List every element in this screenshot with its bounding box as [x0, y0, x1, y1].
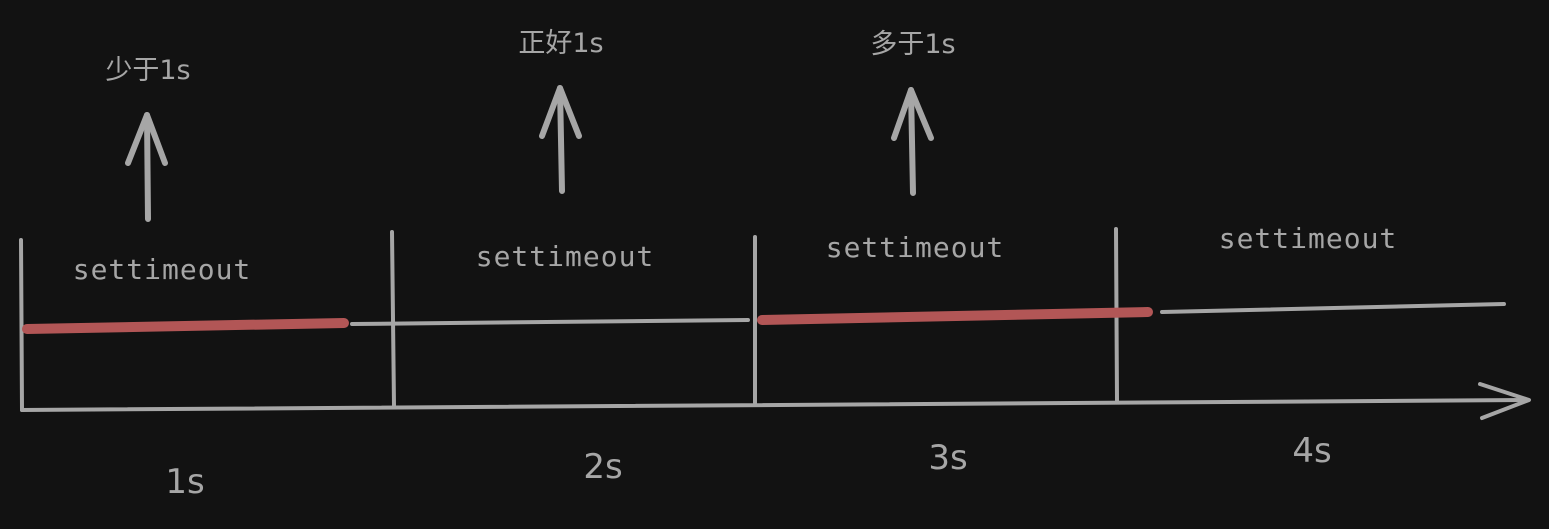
timer-line-highlight-3 — [757, 307, 1153, 325]
annotation-more-than-1s: 多于1s — [870, 29, 956, 60]
timer-line-normal-4 — [1160, 302, 1506, 314]
timer-label-2: settimeout — [475, 240, 655, 273]
arrow-up-shaft-3 — [908, 87, 916, 196]
timer-label-4: settimeout — [1218, 222, 1398, 255]
time-axis — [20, 398, 1530, 412]
timer-line-highlight-1 — [22, 318, 349, 334]
arrow-up-head-3 — [891, 87, 934, 141]
annotation-less-than-1s: 少于1s — [105, 55, 191, 86]
time-axis-arrowhead — [1478, 382, 1531, 420]
arrow-up-head-2 — [539, 85, 582, 139]
arrow-up-shaft-2 — [557, 85, 565, 194]
arrow-up-head-1 — [125, 112, 168, 166]
tick-label-4s: 4s — [1292, 431, 1332, 471]
divider-0 — [19, 238, 24, 412]
tick-label-2s: 2s — [583, 447, 623, 487]
divider-1 — [390, 230, 396, 408]
tick-label-3s: 3s — [928, 438, 968, 478]
arrow-up-shaft-1 — [144, 112, 151, 222]
timer-line-normal-2 — [350, 318, 750, 326]
annotation-exactly-1s: 正好1s — [518, 28, 604, 59]
timer-label-3: settimeout — [825, 231, 1005, 264]
tick-label-1s: 1s — [165, 462, 205, 502]
timer-label-1: settimeout — [72, 253, 252, 286]
